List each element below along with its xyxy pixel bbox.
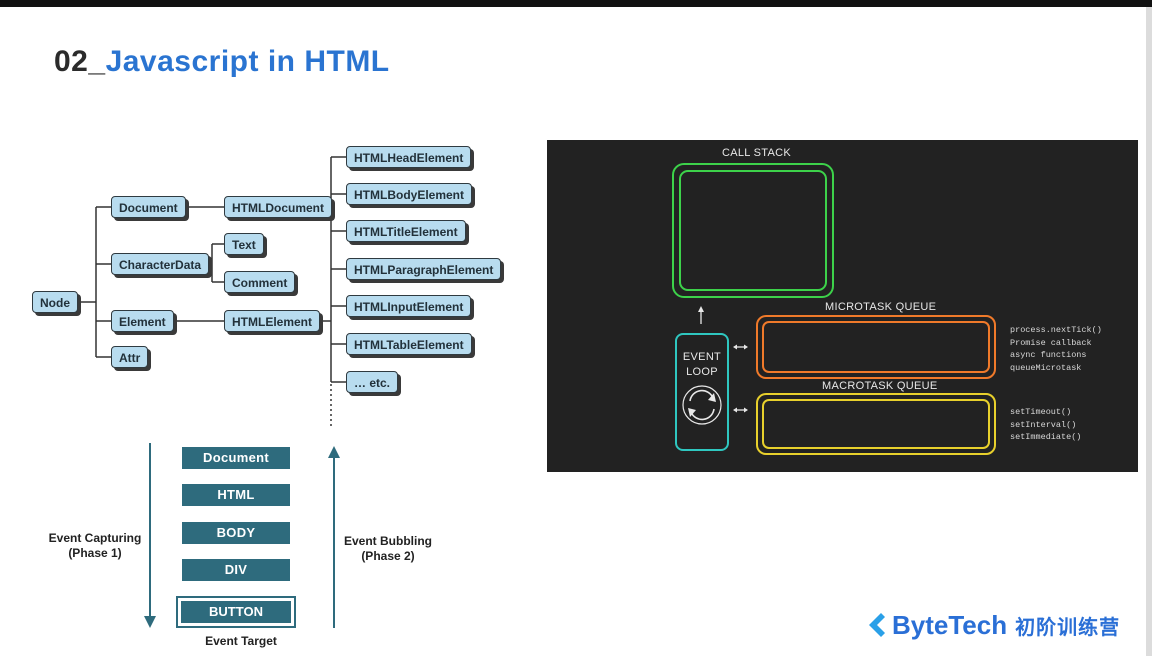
bubbling-title: Event Bubbling [344, 534, 432, 548]
refresh-cycle-icon [682, 385, 722, 425]
event-level-document: Document [182, 447, 290, 469]
call-stack-box [672, 163, 834, 298]
macrotask-list: setTimeout() setInterval() setImmediate(… [1010, 406, 1081, 444]
tree-node-element: Element [111, 310, 174, 332]
capturing-phase: (Phase 1) [68, 546, 122, 560]
bytetech-logo-icon [869, 613, 885, 637]
microtask-queue-inner-box [762, 321, 990, 373]
microtask-item: queueMicrotask [1010, 362, 1082, 373]
bubbling-phase: (Phase 2) [361, 549, 415, 563]
tree-node-htmltitleelement: HTMLTitleElement [346, 220, 466, 242]
event-loop-line2: LOOP [686, 366, 718, 378]
title-number: 02_ [54, 45, 106, 78]
tree-node-etc: … etc. [346, 371, 399, 393]
tree-node-text: Text [224, 233, 264, 255]
microtask-queue-box [756, 315, 996, 379]
tree-node-htmlbodyelement: HTMLBodyElement [346, 183, 473, 205]
event-level-html: HTML [182, 484, 290, 506]
logo-brand: ByteTech [892, 609, 1008, 640]
event-target-button-label: BUTTON [181, 601, 291, 623]
slide-right-edge [1146, 7, 1152, 656]
tree-node-htmlelement: HTMLElement [224, 310, 321, 332]
macrotask-item: setTimeout() [1010, 407, 1072, 417]
event-loop-diagram [547, 140, 1138, 472]
bytetech-logo: ByteTech 初阶训练营 [866, 608, 1120, 642]
microtask-list: process.nextTick() Promise callback asyn… [1010, 324, 1102, 374]
call-stack-inner-box [679, 170, 827, 291]
macrotask-queue-box [756, 393, 996, 455]
tree-node-node: Node [32, 291, 78, 313]
window-top-bar [0, 0, 1152, 7]
tree-node-attr: Attr [111, 346, 149, 368]
tree-node-characterdata: CharacterData [111, 253, 210, 275]
event-target-label: Event Target [205, 634, 277, 648]
logo-subtitle: 初阶训练营 [1015, 616, 1121, 639]
tree-node-htmlinputelement: HTMLInputElement [346, 295, 472, 317]
slide-title: 02_Javascript in HTML [54, 45, 390, 79]
event-loop-label: EVENT LOOP [675, 350, 729, 380]
event-level-body: BODY [182, 522, 290, 544]
macrotask-item: setImmediate() [1010, 432, 1082, 442]
event-level-div: DIV [182, 559, 290, 581]
microtask-item: Promise callback [1010, 337, 1092, 348]
microtask-item: async functions [1010, 350, 1087, 360]
microtask-item: process.nextTick() [1010, 325, 1102, 335]
tree-node-document: Document [111, 196, 186, 218]
event-target-button: BUTTON [176, 596, 296, 628]
macrotask-item: setInterval() [1010, 419, 1077, 430]
title-text: Javascript in HTML [105, 45, 390, 78]
tree-node-htmldocument: HTMLDocument [224, 196, 332, 218]
tree-node-htmlheadelement: HTMLHeadElement [346, 146, 472, 168]
tree-node-htmlparagraphelement: HTMLParagraphElement [346, 258, 502, 280]
microtask-queue-label: MICROTASK QUEUE [825, 301, 937, 313]
tree-node-htmltableelement: HTMLTableElement [346, 333, 472, 355]
event-capturing-label: Event Capturing (Phase 1) [42, 531, 148, 561]
macrotask-queue-inner-box [762, 399, 990, 449]
macrotask-queue-label: MACROTASK QUEUE [822, 380, 938, 392]
tree-node-comment: Comment [224, 271, 296, 293]
event-bubbling-label: Event Bubbling (Phase 2) [336, 534, 440, 564]
capturing-title: Event Capturing [48, 531, 142, 545]
event-loop-line1: EVENT [682, 351, 722, 363]
call-stack-label: CALL STACK [722, 147, 792, 159]
event-loop-box [675, 333, 729, 451]
